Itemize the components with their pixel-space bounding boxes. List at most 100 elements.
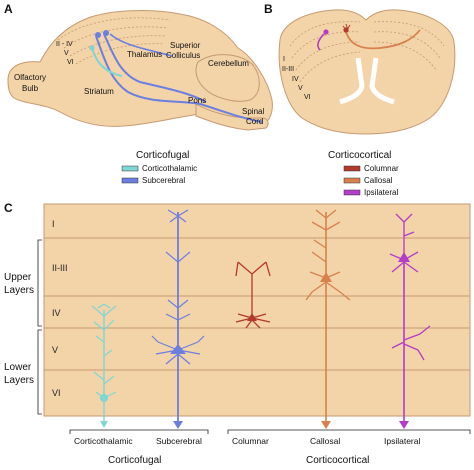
label-subcerebral: Subcerebral <box>156 436 202 446</box>
panel-b-label: B <box>264 2 273 16</box>
sagittal-brain <box>7 10 273 131</box>
columnar-basal <box>235 313 271 329</box>
subcerebral-soma <box>95 32 101 38</box>
label-upper: Upper <box>4 272 32 283</box>
label-olfactory-1: Olfactory <box>14 73 46 82</box>
coronal-layer-line <box>373 41 437 71</box>
ipsilateral-basal <box>389 251 419 273</box>
legend-corticocortical-title: Corticocortical <box>328 150 391 161</box>
ipsilateral-projection <box>317 33 325 51</box>
corticothalamic-projection <box>91 47 123 77</box>
ipsilateral-soma-c <box>398 252 410 262</box>
neuron-callosal <box>305 209 351 429</box>
c-layer-iv: IV <box>52 308 61 318</box>
brain-body <box>7 10 273 127</box>
ipsilateral-collaterals <box>391 325 431 361</box>
legend-subcerebral: Subcerebral <box>142 176 185 185</box>
panel-b-labels: I II-III IV V VI <box>282 56 311 101</box>
label-ipsilateral: Ipsilateral <box>384 436 420 446</box>
callosal-projection <box>345 29 421 50</box>
columnar-soma-c <box>247 313 257 321</box>
coronal-brain <box>278 9 456 135</box>
neuron-type-labels: Corticothalamic Subcerebral Columnar Cal… <box>74 436 420 446</box>
b-layer-vi: VI <box>304 94 311 101</box>
label-spinal: Spinal <box>242 107 264 116</box>
label-corticothalamic: Corticothalamic <box>74 436 133 446</box>
corticothalamic-soma-c <box>99 393 109 403</box>
spinal-cord-shape <box>195 103 269 131</box>
label-cord: Cord <box>246 117 263 126</box>
label-olfactory-2: Bulb <box>22 84 39 93</box>
corticothalamic-arrowhead <box>100 421 108 428</box>
coronal-layer-line <box>373 21 445 47</box>
legend-callosal: Callosal <box>364 176 393 185</box>
panel-a-label: A <box>4 2 13 16</box>
callosal-apical <box>311 209 341 263</box>
label-colliculus: Colliculus <box>166 51 200 60</box>
callosal-soma-c <box>320 272 332 282</box>
subcerebral-projection-1 <box>95 35 263 123</box>
legend-swatch-corticothalamic <box>121 165 139 172</box>
subcerebral-projection-3 <box>109 33 173 57</box>
layer-group-brackets: Upper Layers Lower Layers <box>4 239 42 415</box>
ipsilateral-apical <box>395 213 415 256</box>
cortex-layer-line <box>63 26 169 49</box>
b-layer-v: V <box>298 85 303 92</box>
legend-corticothalamic: Corticothalamic <box>142 164 197 173</box>
label-layer-vi: VI <box>67 59 74 66</box>
subcerebral-apical-branches <box>165 209 191 321</box>
b-layer-ii-iii: II-III <box>282 66 294 73</box>
label-superior: Superior <box>170 41 201 50</box>
callosal-arrowhead <box>321 421 331 429</box>
coronal-outline <box>278 9 456 135</box>
legend-swatch-ipsilateral <box>343 189 361 196</box>
legend-columnar: Columnar <box>364 164 399 173</box>
subcerebral-projection-2 <box>103 33 207 103</box>
label-lower: Lower <box>4 362 32 373</box>
subcerebral-soma-c <box>170 344 186 354</box>
callosal-basal <box>305 271 351 301</box>
columnar-dendrites <box>342 23 351 31</box>
b-layer-i: I <box>283 56 285 63</box>
ipsilateral-soma <box>323 29 329 35</box>
c-layer-vi: VI <box>52 388 61 398</box>
label-striatum: Striatum <box>84 87 114 96</box>
subcerebral-arrowhead <box>173 421 183 429</box>
corticothalamic-soma <box>89 45 95 51</box>
columnar-apical <box>235 261 271 316</box>
corticothalamic-tuft <box>97 303 111 309</box>
panel-c-layer-labels: I II-III IV V VI <box>52 219 68 398</box>
cerebellum-shape <box>195 54 260 102</box>
panel-c-label: C <box>4 201 13 215</box>
class-brackets <box>69 429 471 434</box>
label-layer-v: V <box>64 50 69 57</box>
ventricles <box>339 57 395 105</box>
lower-layers-bracket <box>37 329 42 415</box>
subcerebral-soma <box>103 30 109 36</box>
legend-swatch-subcerebral <box>121 177 139 184</box>
legend-ipsilateral: Ipsilateral <box>364 188 398 197</box>
cortex-layer-line <box>75 43 165 65</box>
legend-corticocortical: Corticocortical Columnar Callosal Ipsila… <box>328 150 399 197</box>
neuron-corticothalamic <box>91 303 117 428</box>
coronal-layer-line <box>289 21 361 47</box>
neuron-columnar <box>235 261 271 329</box>
panel-a-labels: Olfactory Bulb II - IV V VI Thalamus Sup… <box>14 41 264 126</box>
cortical-layers-block <box>43 203 471 417</box>
corticofugal-bracket <box>69 429 209 434</box>
legend-corticofugal-title: Corticofugal <box>136 150 189 161</box>
c-layer-i: I <box>52 219 55 229</box>
label-upper-layers: Layers <box>4 285 34 296</box>
legend-corticofugal: Corticofugal Corticothalamic Subcerebral <box>121 150 197 185</box>
upper-layers-bracket <box>37 239 42 327</box>
neuron-subcerebral <box>151 209 205 429</box>
label-class-corticofugal: Corticofugal <box>108 455 161 466</box>
label-layer-ii-iv: II - IV <box>56 41 73 48</box>
b-layer-iv: IV <box>292 76 299 83</box>
c-layer-ii-iii: II-III <box>52 263 68 273</box>
label-pons: Pons <box>188 96 206 105</box>
label-columnar: Columnar <box>232 436 269 446</box>
corticocortical-bracket <box>227 429 471 434</box>
label-callosal: Callosal <box>310 436 340 446</box>
